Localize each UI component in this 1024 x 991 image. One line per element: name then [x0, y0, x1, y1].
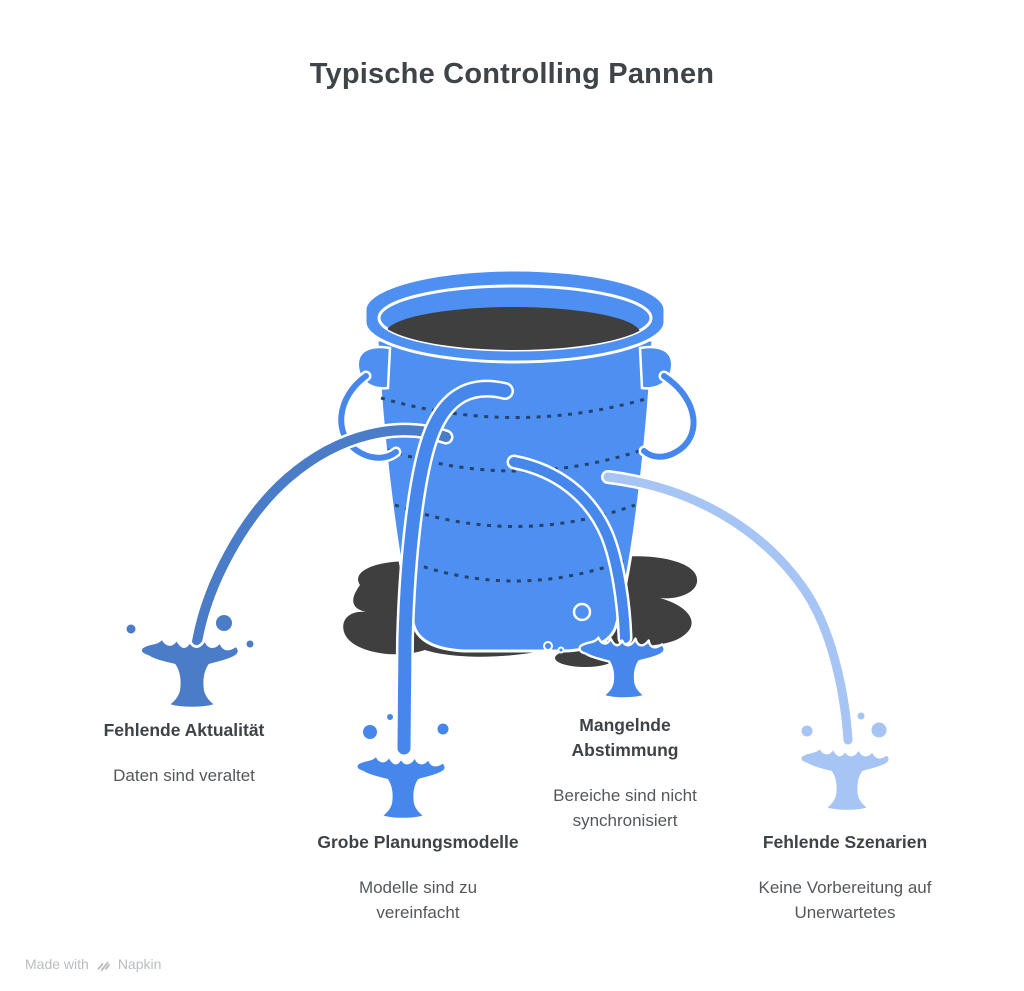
leak-stream-grobe-planungsmodelle: [355, 379, 514, 821]
caption-mangelnde-abstimmung: Mangelnde Abstimmung Bereiche sind nicht…: [475, 713, 775, 833]
bucket-handle: [335, 345, 700, 464]
splash-icon: [578, 636, 666, 700]
caption-heading: Grobe Planungsmodelle: [317, 832, 519, 852]
page-title: Typische Controlling Pannen: [309, 58, 715, 90]
caption-heading: Fehlende Aktualität: [103, 720, 265, 740]
caption-description: Daten sind veraltet: [113, 766, 255, 785]
leak-stream-fehlende-aktualitaet: [126, 422, 454, 710]
caption-description: Modelle sind zu vereinfacht: [358, 878, 478, 922]
caption-heading: Fehlende Szenarien: [762, 832, 928, 852]
caption-fehlende-szenarien: Fehlende Szenarien Keine Vorbereitung au…: [695, 830, 995, 925]
watermark-prefix: Made with: [25, 956, 89, 972]
bucket-rim: [363, 268, 667, 364]
leak-stream-fehlende-szenarien: [601, 470, 891, 813]
leak-stream-mangelnde-abstimmung: [506, 454, 666, 700]
bucket-water-surface: [386, 307, 640, 350]
splash-icon: [139, 636, 241, 710]
napkin-logo-icon: [97, 961, 110, 971]
splash-icon: [355, 753, 447, 821]
caption-heading: Mangelnde Abstimmung: [571, 715, 679, 760]
caption-description: Keine Vorbereitung auf Unerwartetes: [758, 878, 932, 922]
caption-fehlende-aktualitaet: Fehlende Aktualität Daten sind veraltet: [34, 718, 334, 788]
made-with-napkin-watermark: Made with Napkin: [25, 956, 161, 972]
bubble-icon: [572, 602, 592, 622]
watermark-brand: Napkin: [117, 956, 162, 972]
caption-description: Bereiche sind nicht synchronisiert: [553, 786, 697, 830]
caption-grobe-planungsmodelle: Grobe Planungsmodelle Modelle sind zu ve…: [268, 830, 568, 925]
splash-icon: [799, 745, 891, 813]
